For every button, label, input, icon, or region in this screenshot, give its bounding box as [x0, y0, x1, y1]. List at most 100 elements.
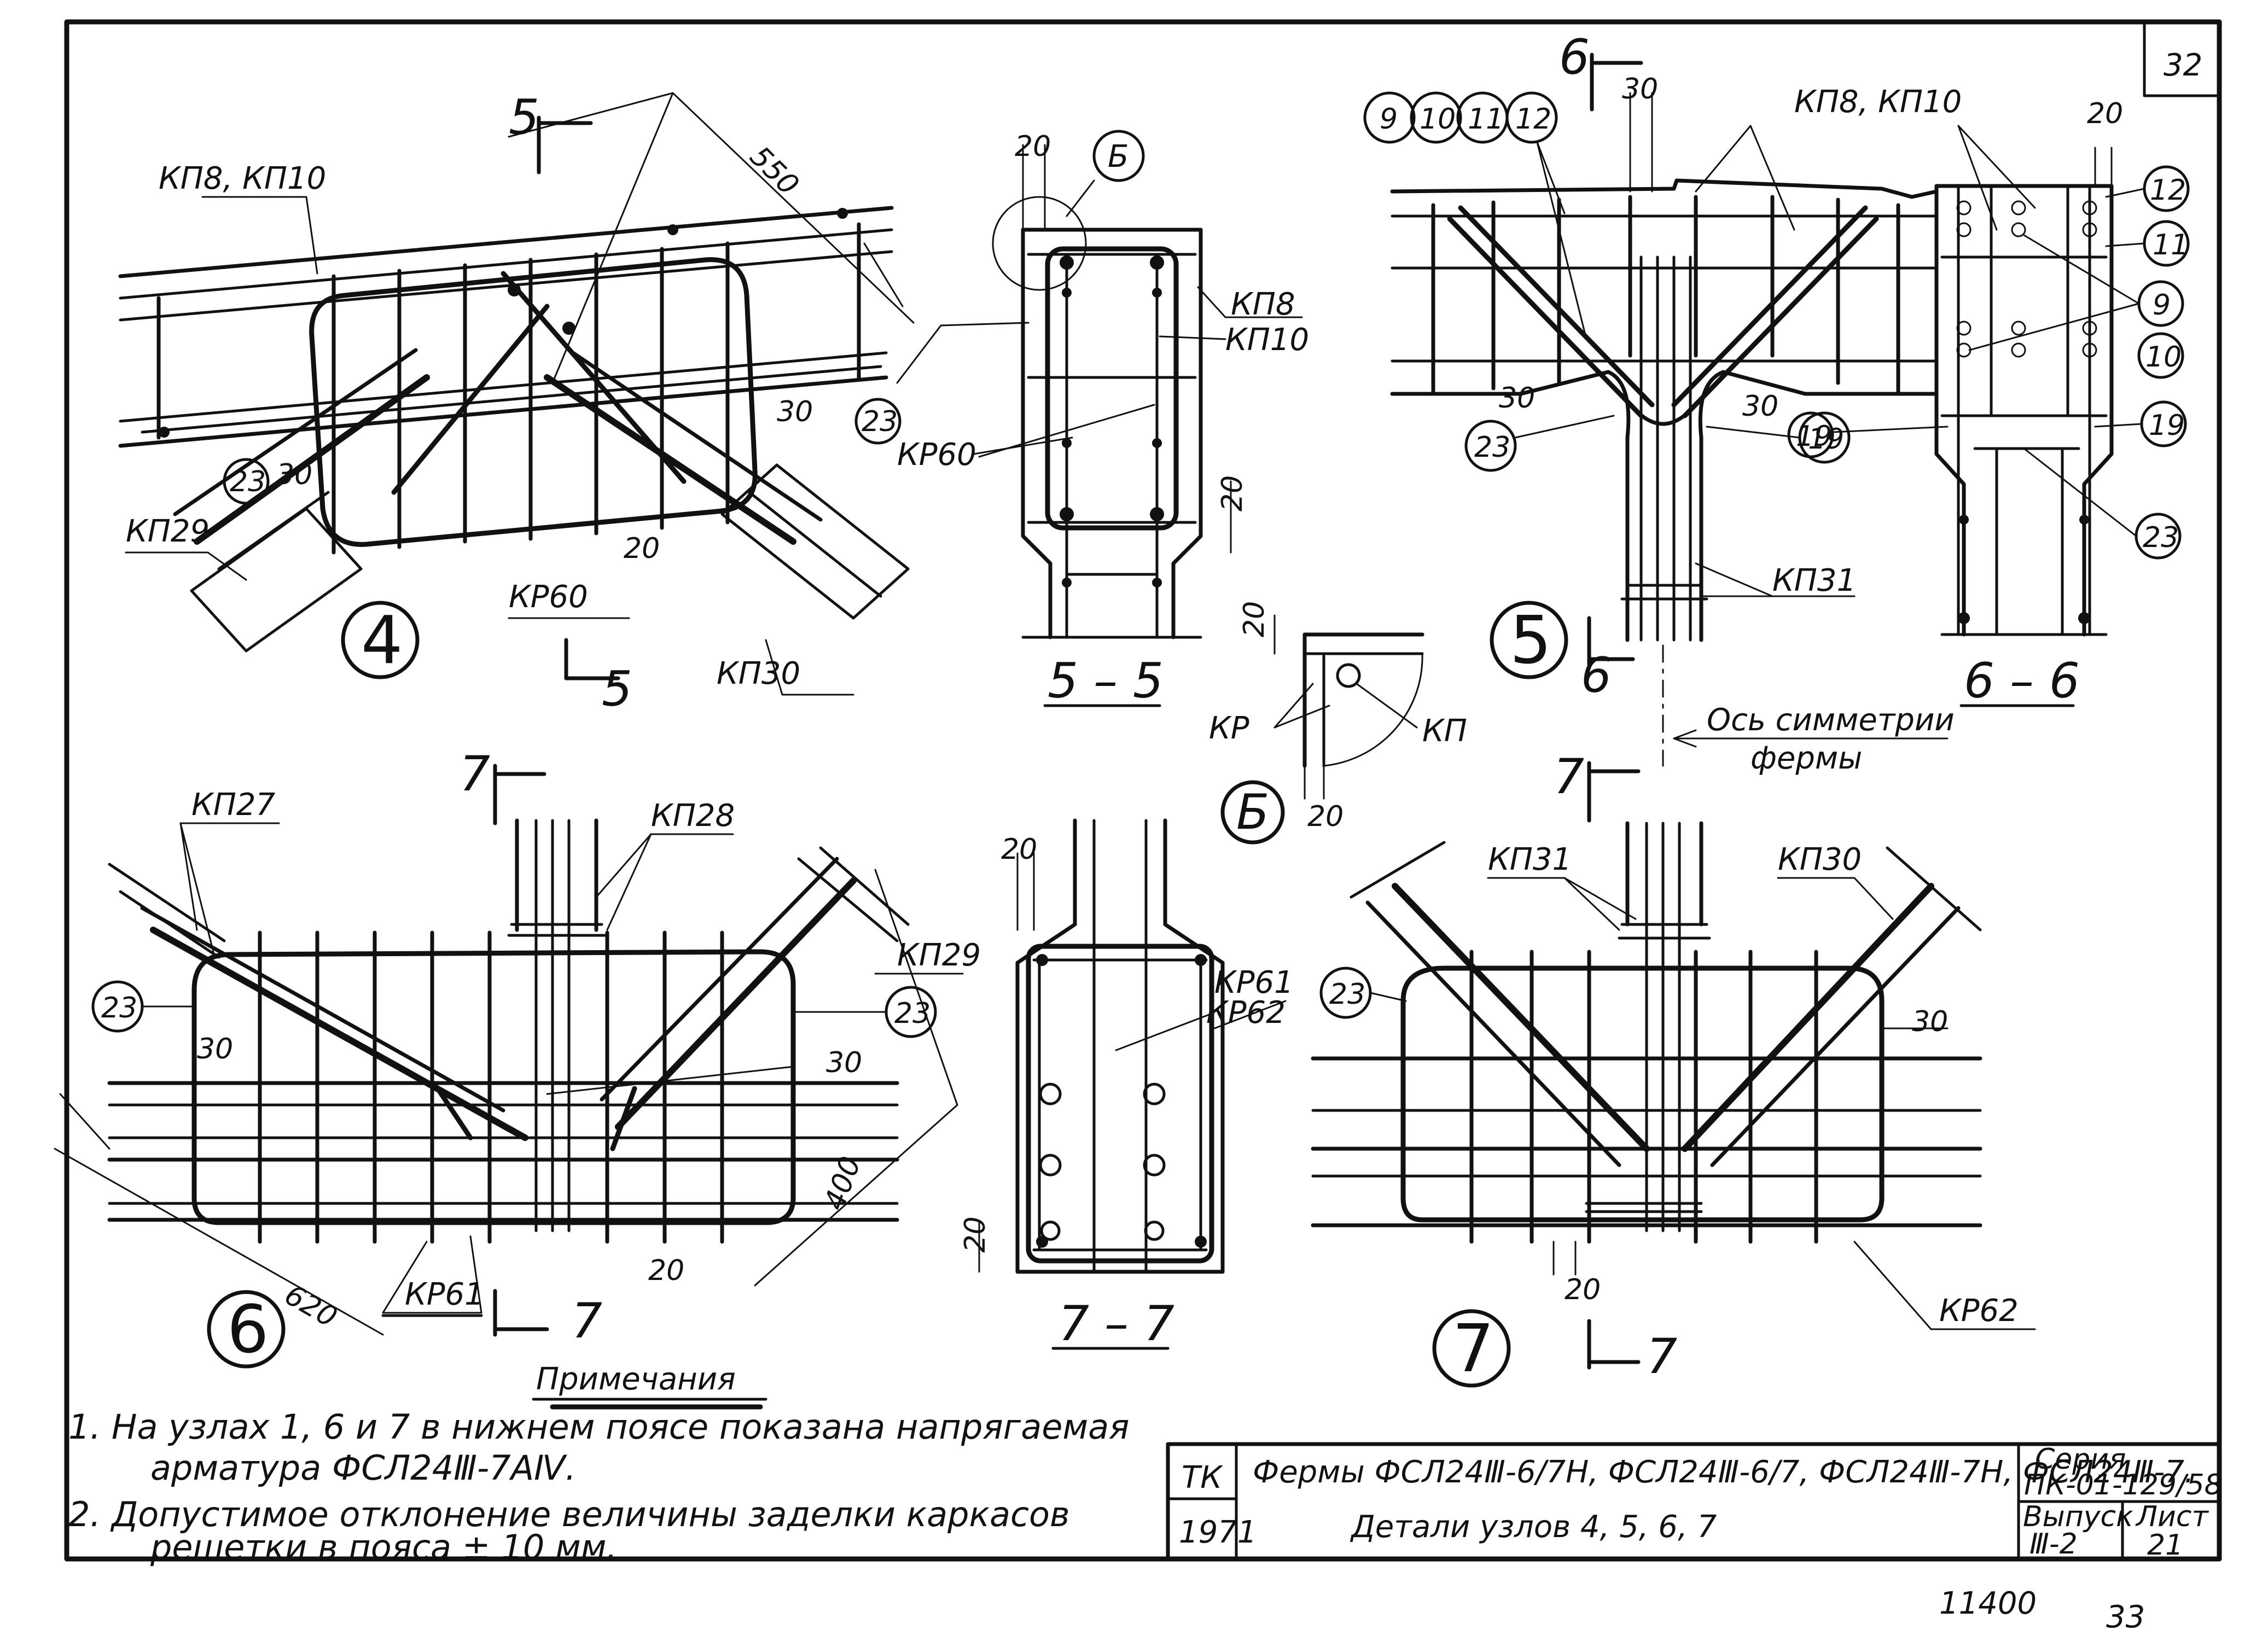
section-6-6-drawing: 20 12 11 9 10 19 19 23 6 – 6 [1787, 97, 2190, 709]
node-4-section-bottom: 5 [602, 661, 632, 717]
node-5-drawing: 30 30 30 6 9 10 11 12 КП8, КП10 23 19 КП… [1363, 29, 2036, 776]
section-6-6-label: 6 – 6 [1964, 653, 2080, 709]
title-block-org: ТК [1182, 1460, 1223, 1495]
section-6-6-pos-10: 10 [2145, 341, 2182, 374]
title-block-series-value: ПК-01-129/58 [2024, 1469, 2223, 1502]
node-7-section-top: 7 [1554, 748, 1584, 805]
section-5-5-dim-top: 20 [1015, 130, 1051, 163]
node-7-label: 7 [1452, 1311, 1494, 1387]
node-5-pos-left: 23 [1474, 431, 1510, 464]
detail-b-drawing: 20 20 КР КП Б [1209, 601, 1467, 845]
section-6-6-pos-19a: 19 [1796, 420, 1832, 453]
node-6-section-top: 7 [460, 746, 490, 802]
bottom-number-left: 11400 [1939, 1586, 2037, 1621]
section-6-6-pos-23: 23 [2143, 521, 2179, 554]
notes-line-2: арматура ФСЛ24Ⅲ-7АⅣ. [150, 1448, 576, 1488]
node-6-pos-left: 23 [101, 992, 137, 1025]
title-block-year: 1971 [1179, 1515, 1257, 1550]
section-6-6-dim-top: 20 [2087, 97, 2123, 130]
section-5-5-drawing: Б 20 20 КП8 КП10 КР60 5 – 5 [897, 130, 1309, 709]
title-block-sheet-value: 21 [2147, 1529, 2183, 1562]
title-block-issue-label: Выпуск [2023, 1500, 2133, 1533]
section-6-6-pos-19b: 19 [2149, 409, 2185, 442]
detail-b-frame-kr: КР [1209, 711, 1249, 746]
bottom-number-right: 33 [2106, 1599, 2145, 1635]
node-4-drawing: 4 5 5 550 30 30 20 КП8, КП10 КП29 КР60 К… [118, 89, 1030, 717]
node-5-frame-bottom: КП31 [1772, 563, 1856, 598]
section-5-5-callout: Б [1108, 139, 1129, 174]
notes-line-3: 2. Допустимое отклонение величины заделк… [68, 1494, 1070, 1534]
node-5-pos-10: 10 [1420, 103, 1456, 136]
node-6-label: 6 [227, 1292, 269, 1368]
node-6-frame-kp28: КП28 [651, 798, 735, 834]
node-6-drawing: 7 7 КП27 КП28 КП29 КР61 620 400 30 30 20… [54, 746, 981, 1369]
node-4-frame-left: КП29 [126, 514, 210, 549]
node-4-frame-right: КП30 [717, 656, 800, 691]
section-7-7-frame-b: КР62 [1206, 995, 1286, 1031]
section-7-7-drawing: 20 20 КР61 КР62 7 – 7 [959, 818, 1294, 1352]
node-5-pos-12: 12 [1515, 103, 1551, 136]
node-6-dim-20: 20 [648, 1254, 684, 1287]
node-5-symmetry-axis2: фермы [1751, 741, 1862, 776]
node-6-frame-kp29: КП29 [897, 938, 981, 973]
node-5-pos-9: 9 [1380, 103, 1398, 136]
section-5-5-frame-a: КП8 [1231, 287, 1295, 322]
notes-line-4: решетки в пояса ± 10 мм. [150, 1527, 617, 1567]
node-7-dim-20: 20 [1565, 1273, 1601, 1306]
section-5-5-dim-side: 20 [1216, 475, 1249, 511]
node-7-frame-kr62: КР62 [1939, 1293, 2019, 1329]
node-5-dim-30-top: 30 [1622, 73, 1658, 106]
title-block: ТК 1971 Фермы ФСЛ24Ⅲ-6/7Н, ФСЛ24Ⅲ-6/7, Ф… [1166, 1442, 2223, 1562]
node-6-dim-400: 400 [818, 1152, 867, 1214]
node-6-frame-kp27: КП27 [191, 787, 275, 823]
title-block-title-1: Фермы ФСЛ24Ⅲ-6/7Н, ФСЛ24Ⅲ-6/7, ФСЛ24Ⅲ-7Н… [1253, 1454, 2194, 1490]
notes-block: Примечания 1. На узлах 1, 6 и 7 в нижнем… [68, 1361, 1129, 1567]
section-7-7-label: 7 – 7 [1059, 1295, 1174, 1352]
node-4-dim-20: 20 [624, 532, 660, 565]
node-5-position-callouts: 9 10 11 12 [1363, 91, 1558, 144]
node-6-section-bottom: 7 [572, 1293, 602, 1349]
detail-b-label: Б [1236, 784, 1269, 840]
node-7-frame-kp30: КП30 [1778, 842, 1862, 877]
node-6-dim-30-left: 30 [197, 1033, 233, 1066]
node-4-dim-550: 550 [743, 140, 805, 202]
node-4-section-top: 5 [509, 89, 539, 146]
node-4-dim-30: 30 [777, 395, 813, 428]
node-5-label: 5 [1510, 603, 1551, 679]
node-5-dim-30-left: 30 [1499, 382, 1535, 415]
section-5-5-label: 5 – 5 [1048, 653, 1164, 709]
node-6-dim-620: 620 [279, 1278, 342, 1334]
node-7-frame-kp31: КП31 [1488, 842, 1572, 877]
section-5-5-frame-c: КР60 [897, 437, 976, 473]
section-6-6-pos-12: 12 [2150, 174, 2186, 207]
node-6-frame-kr61: КР61 [405, 1277, 484, 1312]
node-5-symmetry-axis: Ось симметрии [1707, 702, 1955, 738]
section-7-7-dim-side: 20 [959, 1217, 992, 1253]
node-7-pos-left: 23 [1329, 978, 1365, 1011]
node-5-pos-11: 11 [1468, 103, 1504, 136]
node-4-pos-left: 23 [230, 465, 266, 498]
sheet-number: 32 [2164, 48, 2202, 83]
notes-title: Примечания [536, 1361, 736, 1397]
sheet-frame: 32 [64, 19, 2222, 1562]
detail-b-dim-top: 20 [1238, 601, 1271, 637]
node-7-section-bottom: 7 [1647, 1328, 1677, 1384]
detail-b-dim-bottom: 20 [1307, 800, 1344, 833]
section-7-7-frame-a: КР61 [1214, 965, 1294, 1000]
node-6-dim-30-right: 30 [826, 1046, 862, 1079]
node-5-section-bottom: 6 [1581, 647, 1612, 703]
section-7-7-dim-top: 20 [1001, 833, 1037, 866]
title-block-sheet-label: Лист [2135, 1500, 2209, 1533]
node-5-frame-top: КП8, КП10 [1794, 84, 1962, 120]
section-6-6-pos-9: 9 [2153, 289, 2171, 322]
title-block-series-label: Серия [2035, 1443, 2126, 1476]
title-block-title-2: Детали узлов 4, 5, 6, 7 [1350, 1509, 1717, 1545]
node-4-pos-right: 23 [862, 405, 898, 438]
node-4-frame-bottom: КР60 [509, 579, 588, 615]
node-4-frame-top: КП8, КП10 [159, 161, 326, 196]
notes-line-1: 1. На узлах 1, 6 и 7 в нижнем поясе пока… [68, 1407, 1129, 1447]
node-6-pos-right: 23 [894, 997, 931, 1030]
node-7-drawing: 7 7 КП31 КП30 КР62 30 20 23 7 [1311, 748, 2036, 1388]
section-6-6-pos-11: 11 [2153, 229, 2189, 261]
